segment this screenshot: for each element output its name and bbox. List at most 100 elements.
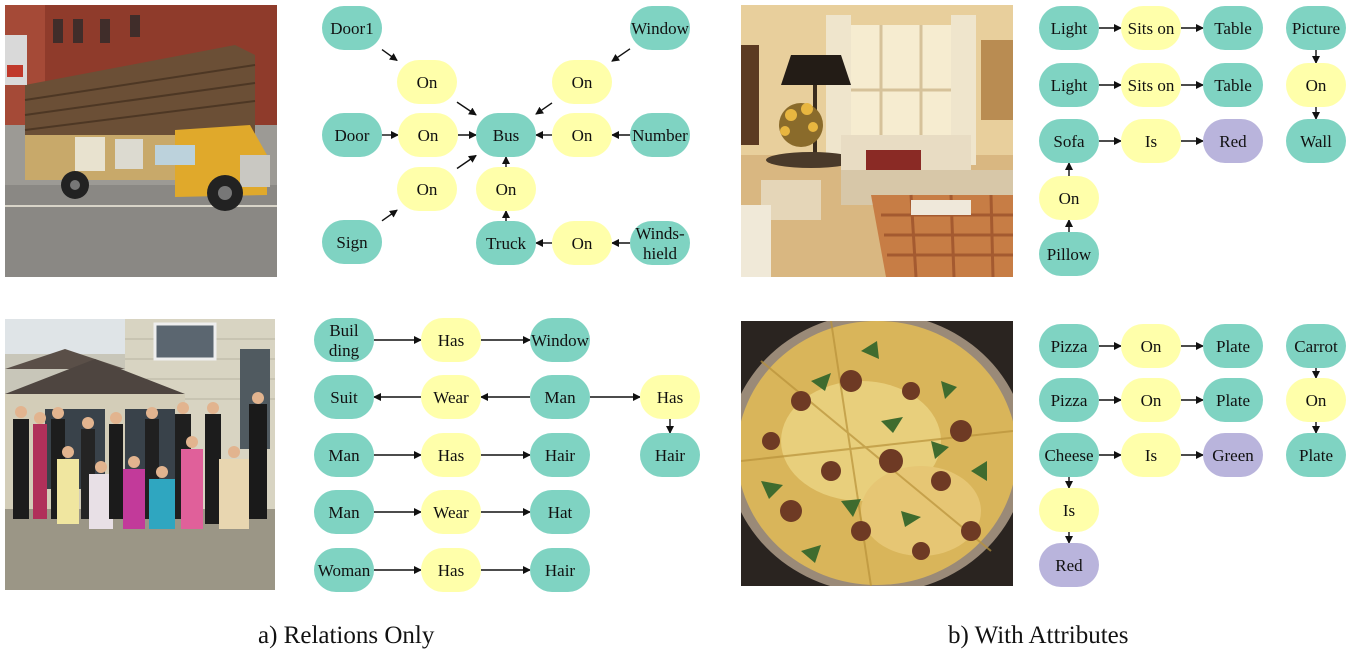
node-label: Green — [1212, 446, 1254, 465]
edge-on1-to-bus — [456, 101, 477, 116]
edge-on5-to-bus — [456, 154, 477, 170]
node-label: Pizza — [1051, 391, 1088, 410]
edge-on2-to-bus — [535, 102, 553, 115]
attribute-node-red: Red — [1039, 543, 1099, 587]
node-shape — [322, 113, 382, 157]
object-node-man2: Man — [314, 433, 374, 477]
node-shape — [397, 60, 457, 104]
node-label: Window — [531, 331, 590, 350]
node-label: Red — [1055, 556, 1083, 575]
node-label: Table — [1214, 76, 1252, 95]
node-shape — [552, 221, 612, 265]
object-node-window: Window — [530, 318, 590, 362]
node-shape — [476, 113, 536, 157]
node-shape — [1039, 433, 1099, 477]
relation-node-on6: On — [476, 167, 536, 211]
node-label: Sofa — [1053, 132, 1085, 151]
node-label: Truck — [486, 234, 526, 253]
node-shape — [552, 113, 612, 157]
edge-sign-to-on5 — [381, 209, 398, 222]
node-shape — [1286, 378, 1346, 422]
node-shape — [314, 375, 374, 419]
relation-node-on4: On — [552, 113, 612, 157]
object-node-bus: Bus — [476, 113, 536, 157]
bus-photo — [5, 5, 277, 277]
node-shape — [1121, 378, 1181, 422]
object-node-woman: Woman — [314, 548, 374, 592]
object-node-picture: Picture — [1286, 6, 1346, 50]
object-node-hair3: Hair — [530, 548, 590, 592]
relation-node-is2: Is — [1039, 488, 1099, 532]
node-label: Plate — [1299, 446, 1333, 465]
object-node-pizza2: Pizza — [1039, 378, 1099, 422]
node-label: Door — [335, 126, 370, 145]
object-node-sign: Sign — [322, 220, 382, 264]
node-shape — [630, 113, 690, 157]
node-shape — [1286, 324, 1346, 368]
node-shape — [1039, 543, 1099, 587]
node-shape — [1203, 324, 1263, 368]
node-label: Man — [328, 503, 360, 522]
relation-node-is1: Is — [1121, 433, 1181, 477]
attribute-node-red: Red — [1203, 119, 1263, 163]
node-label: On — [418, 126, 439, 145]
relation-node-has2: Has — [640, 375, 700, 419]
node-label: Man — [544, 388, 576, 407]
node-label: Hair — [545, 446, 576, 465]
pizza-photo — [741, 321, 1013, 586]
node-label: Wear — [433, 388, 469, 407]
node-label: On — [417, 73, 438, 92]
object-node-light2: Light — [1039, 63, 1099, 107]
object-node-table2: Table — [1203, 63, 1263, 107]
node-shape — [1039, 6, 1099, 50]
node-label: Wall — [1300, 132, 1332, 151]
node-shape — [322, 6, 382, 50]
object-node-wall: Wall — [1286, 119, 1346, 163]
relation-node-has4: Has — [421, 548, 481, 592]
relation-node-on5: On — [397, 167, 457, 211]
node-shape — [1286, 119, 1346, 163]
node-label: Hat — [548, 503, 573, 522]
edge-window-to-on2 — [611, 48, 631, 62]
node-label: Sits on — [1128, 19, 1175, 38]
node-shape — [630, 6, 690, 50]
node-label: Sign — [336, 233, 368, 252]
node-label: On — [1306, 76, 1327, 95]
node-shape — [421, 318, 481, 362]
node-label: On — [496, 180, 517, 199]
relation-node-on1: On — [1121, 324, 1181, 368]
node-shape — [314, 490, 374, 534]
node-label: On — [417, 180, 438, 199]
node-label: On — [1141, 337, 1162, 356]
object-node-plate1: Plate — [1203, 324, 1263, 368]
object-node-light1: Light — [1039, 6, 1099, 50]
relation-node-has3: Has — [421, 433, 481, 477]
relation-node-on3: On — [1286, 378, 1346, 422]
node-label: Hair — [655, 446, 686, 465]
node-label: Red — [1219, 132, 1247, 151]
node-label: Plate — [1216, 391, 1250, 410]
node-shape — [314, 548, 374, 592]
node-shape — [1203, 63, 1263, 107]
node-shape — [1203, 433, 1263, 477]
relation-node-on1: On — [397, 60, 457, 104]
node-shape — [421, 433, 481, 477]
node-label: Has — [438, 561, 464, 580]
room-photo — [741, 5, 1013, 277]
object-node-hair1: Hair — [640, 433, 700, 477]
node-label: Hair — [545, 561, 576, 580]
object-node-carrot: Carrot — [1286, 324, 1346, 368]
node-label: Has — [438, 446, 464, 465]
node-label: Is — [1063, 501, 1075, 520]
node-shape — [1286, 433, 1346, 477]
object-node-plate2: Plate — [1203, 378, 1263, 422]
node-label: ding — [329, 341, 360, 360]
object-node-pillow: Pillow — [1039, 232, 1099, 276]
object-node-truck: Truck — [476, 221, 536, 265]
object-node-number: Number — [630, 113, 690, 157]
node-shape — [1039, 324, 1099, 368]
node-label: Is — [1145, 446, 1157, 465]
node-label: Window — [631, 19, 690, 38]
